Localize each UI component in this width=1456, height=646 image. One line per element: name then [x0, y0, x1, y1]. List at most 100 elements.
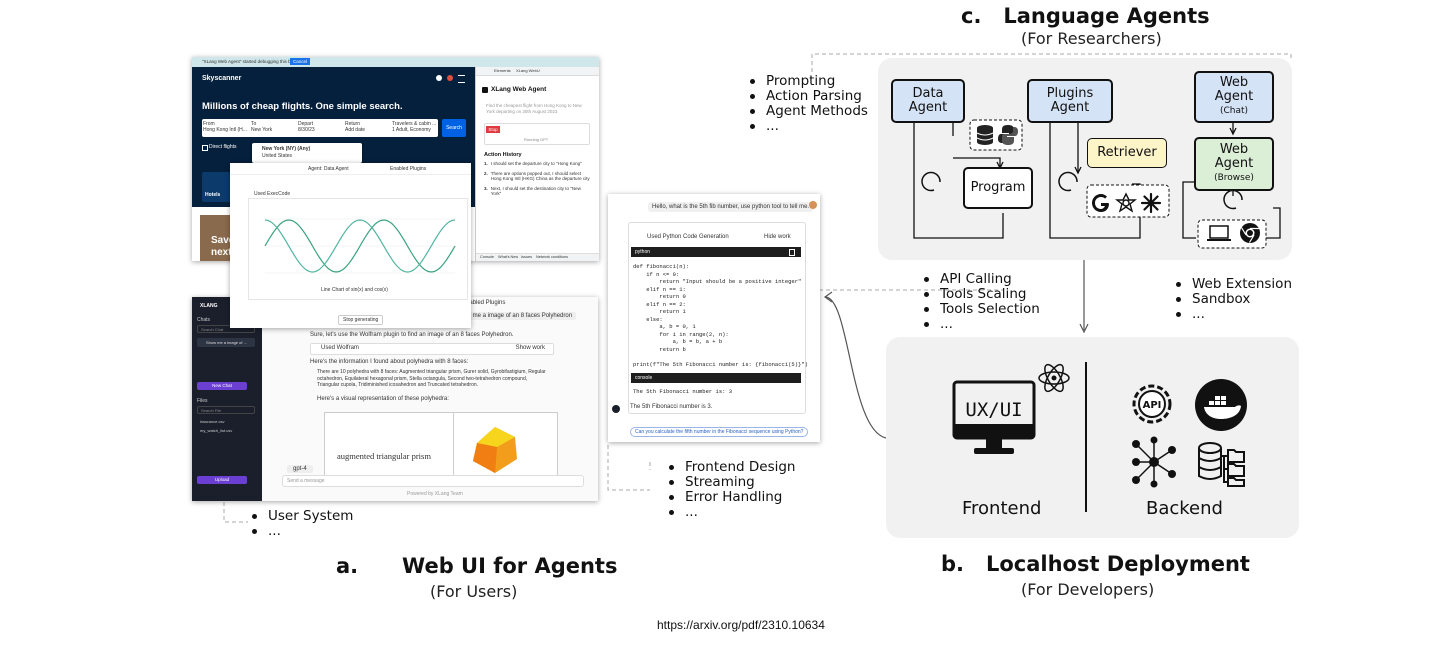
copy-icon[interactable] — [789, 249, 795, 256]
polyhedron-shape — [473, 427, 517, 473]
enabled-plugins-label: Enabled Plugins — [462, 300, 506, 306]
from-value: Hong Kong Intl (H... — [203, 127, 247, 133]
skyscanner-headline: Millions of cheap flights. One simple se… — [202, 101, 403, 112]
code-screenshot: Hello, what is the 5th fib number, use p… — [608, 194, 820, 442]
polyhedron-image[interactable]: augmented triangular prism — [324, 412, 558, 484]
web-agent-chat-label-2: Agent — [1214, 89, 1254, 104]
skyscanner-logo[interactable]: Skyscanner — [202, 75, 242, 82]
chat-list-item[interactable]: Show me a image of ... — [197, 338, 255, 347]
devtools-tab[interactable]: Console — [480, 255, 494, 259]
backend-label: Backend — [1146, 498, 1223, 519]
menu-icon[interactable] — [458, 75, 465, 83]
stop-button[interactable]: Stop — [486, 126, 500, 133]
travelers-field[interactable]: Travelers & cabin ...1 Adult, Economy — [392, 121, 436, 133]
chart-screenshot: Agent: Data Agent Enabled Plugins Used E… — [230, 163, 471, 328]
panel-tabs: Elements XLang WebU — [476, 67, 599, 76]
bullet: Frontend Design — [665, 460, 795, 475]
bullet: Error Handling — [665, 490, 795, 505]
new-chat-button[interactable]: New Chat — [197, 382, 247, 390]
to-value: New York — [251, 127, 273, 133]
user-message: Show me a image of an 8 faces Polyhedron — [452, 312, 577, 320]
frontend-label: Frontend — [962, 498, 1042, 519]
found-text: Here's the information I found about pol… — [310, 359, 469, 365]
direct-flights-label: Direct flights — [209, 144, 237, 150]
sin-cos-chart — [264, 218, 456, 274]
file-item[interactable]: my_watch_list.csv — [200, 428, 233, 433]
search-chat-input[interactable]: Search Chat — [197, 325, 255, 333]
section-a-title: Web UI for Agents — [402, 554, 618, 578]
running-status: Running GPT — [524, 137, 549, 142]
section-divider — [1085, 362, 1087, 512]
code-block: def fibonacci(n): if n <= 0: return "Inp… — [633, 263, 808, 368]
direct-flights-checkbox[interactable] — [202, 145, 208, 151]
plugin-used-bar[interactable]: Used Wolfram Show work — [310, 343, 554, 355]
assistant-intro: Sure, let's use the Wolfram plugin to fi… — [310, 332, 514, 338]
promo-image[interactable]: Save next — [200, 215, 235, 261]
section-c-letter: c. — [961, 4, 982, 28]
xlang-logo-icon — [482, 87, 488, 93]
search-file-input[interactable]: Search File — [197, 406, 255, 414]
prompt-box[interactable] — [484, 123, 590, 145]
web-agent-chat-label-3: (Chat) — [1219, 106, 1249, 116]
laptop-icon — [1207, 225, 1231, 241]
section-b-bullets: Frontend Design Streaming Error Handling… — [665, 460, 795, 520]
suggestion-chip[interactable]: Can you calculate the fifth number in th… — [630, 427, 809, 437]
profile-icon[interactable] — [447, 75, 453, 81]
search-button[interactable]: Search — [442, 119, 466, 137]
debug-bar: "XLang Web Agent" started debugging this… — [192, 57, 599, 67]
suggestion-dropdown[interactable]: New York (NY) (Any) United States — [252, 143, 362, 163]
section-c-bullets-right: Web Extension Sandbox ... — [1172, 277, 1292, 322]
message-placeholder: Send a message — [287, 478, 325, 484]
devtools-tab[interactable]: Issues — [521, 255, 532, 259]
upload-button[interactable]: Upload — [197, 476, 247, 484]
plugins-agent-box: Plugins Agent — [1027, 79, 1113, 123]
used-tool-label: Used ExecCode — [254, 191, 291, 197]
wolfram-icon — [1115, 192, 1137, 213]
api-gear-icon: API — [1132, 384, 1172, 424]
history-item[interactable]: 1.I should set the departure city to "Ho… — [484, 161, 582, 166]
agent-label: Agent: Data Agent — [308, 166, 349, 172]
history-item[interactable]: 3.Next, I should set the destination cit… — [484, 186, 592, 197]
panel-prompt[interactable]: Find the cheapest flight from Hong Kong … — [486, 103, 582, 114]
message-input[interactable]: Send a message — [282, 475, 584, 487]
hotels-label: Hotels — [205, 192, 221, 198]
tab-elements[interactable]: Elements — [494, 68, 511, 73]
from-label: From — [203, 121, 215, 127]
debug-cancel-button[interactable]: Cancel — [290, 58, 311, 65]
suggestion-sub: United States — [262, 153, 293, 159]
section-c-title: Language Agents — [1003, 4, 1210, 28]
devtools-tab[interactable]: What's New — [498, 255, 519, 259]
show-work-toggle[interactable]: Show work — [515, 345, 545, 351]
bullet: ... — [1172, 307, 1292, 322]
devtools-tab[interactable]: Network conditions — [536, 255, 569, 259]
user-avatar — [809, 201, 817, 209]
source-url[interactable]: https://arxiv.org/pdf/2310.10634 — [657, 618, 825, 632]
history-item[interactable]: 2.There are options popped out, I should… — [484, 171, 592, 182]
stop-generating-button[interactable]: Stop generating — [338, 315, 384, 325]
promo-save-text: Save — [211, 235, 235, 246]
database-files-icon — [1198, 442, 1245, 487]
assistant-answer: The 5th Fibonacci number is 3. — [630, 404, 713, 410]
history-title: Action History — [484, 152, 522, 158]
data-agent-label-1: Data — [912, 86, 944, 101]
bullet: Tools Selection — [920, 302, 1040, 317]
bullet: ... — [746, 119, 868, 134]
file-item[interactable]: insurance.csv — [200, 419, 225, 424]
theme-icon[interactable] — [436, 75, 442, 81]
bullet: API Calling — [920, 272, 1040, 287]
web-agent-chat-box: Web Agent (Chat) — [1194, 71, 1274, 123]
panel-title: XLang Web Agent — [491, 86, 547, 93]
hotels-tile[interactable]: Hotels — [202, 172, 230, 202]
data-agent-box: Data Agent — [891, 79, 965, 123]
model-select[interactable]: gpt-4 — [287, 465, 313, 473]
hide-work-toggle[interactable]: Hide work — [764, 234, 791, 240]
web-agent-browse-label-2: Agent — [1214, 156, 1254, 171]
code-lang: python — [635, 249, 651, 255]
bullet: Agent Methods — [746, 104, 868, 119]
network-nodes-icon — [1132, 436, 1176, 488]
tab-xlang[interactable]: XLang WebU — [516, 68, 540, 73]
